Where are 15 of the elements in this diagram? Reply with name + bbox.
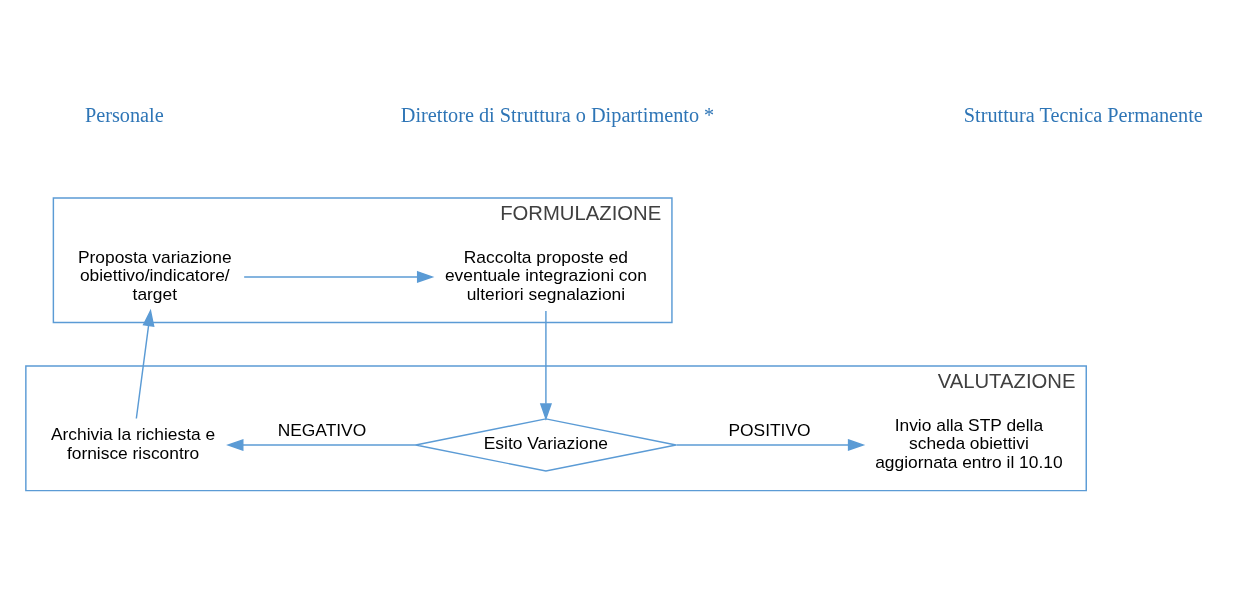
edge-label: NEGATIVO bbox=[277, 419, 367, 440]
label: Direttore di Struttura o Dipartimento * bbox=[400, 104, 715, 127]
arrow bbox=[539, 310, 552, 421]
label: Personale bbox=[84, 104, 164, 127]
node-text: Raccolta proposte ed eventuale integrazioni con ulteriori segnalazioni bbox=[444, 246, 647, 305]
arrow bbox=[135, 308, 155, 420]
arrow bbox=[675, 438, 866, 452]
node-text: Invio alla STP della scheda obiettivi aggiornata entro il 10.10 bbox=[875, 414, 1063, 473]
arrow bbox=[243, 270, 435, 284]
arrow bbox=[226, 438, 417, 452]
node-diamond: Esito Variazione bbox=[415, 418, 677, 472]
node-text: Archivia la richiesta e fornisce riscontro bbox=[50, 424, 216, 463]
edge-label: POSITIVO bbox=[728, 419, 811, 440]
label: Struttura Tecnica Permanente bbox=[963, 104, 1203, 127]
node-text: Proposta variazione obiettivo/indicatore/ target bbox=[77, 246, 232, 305]
